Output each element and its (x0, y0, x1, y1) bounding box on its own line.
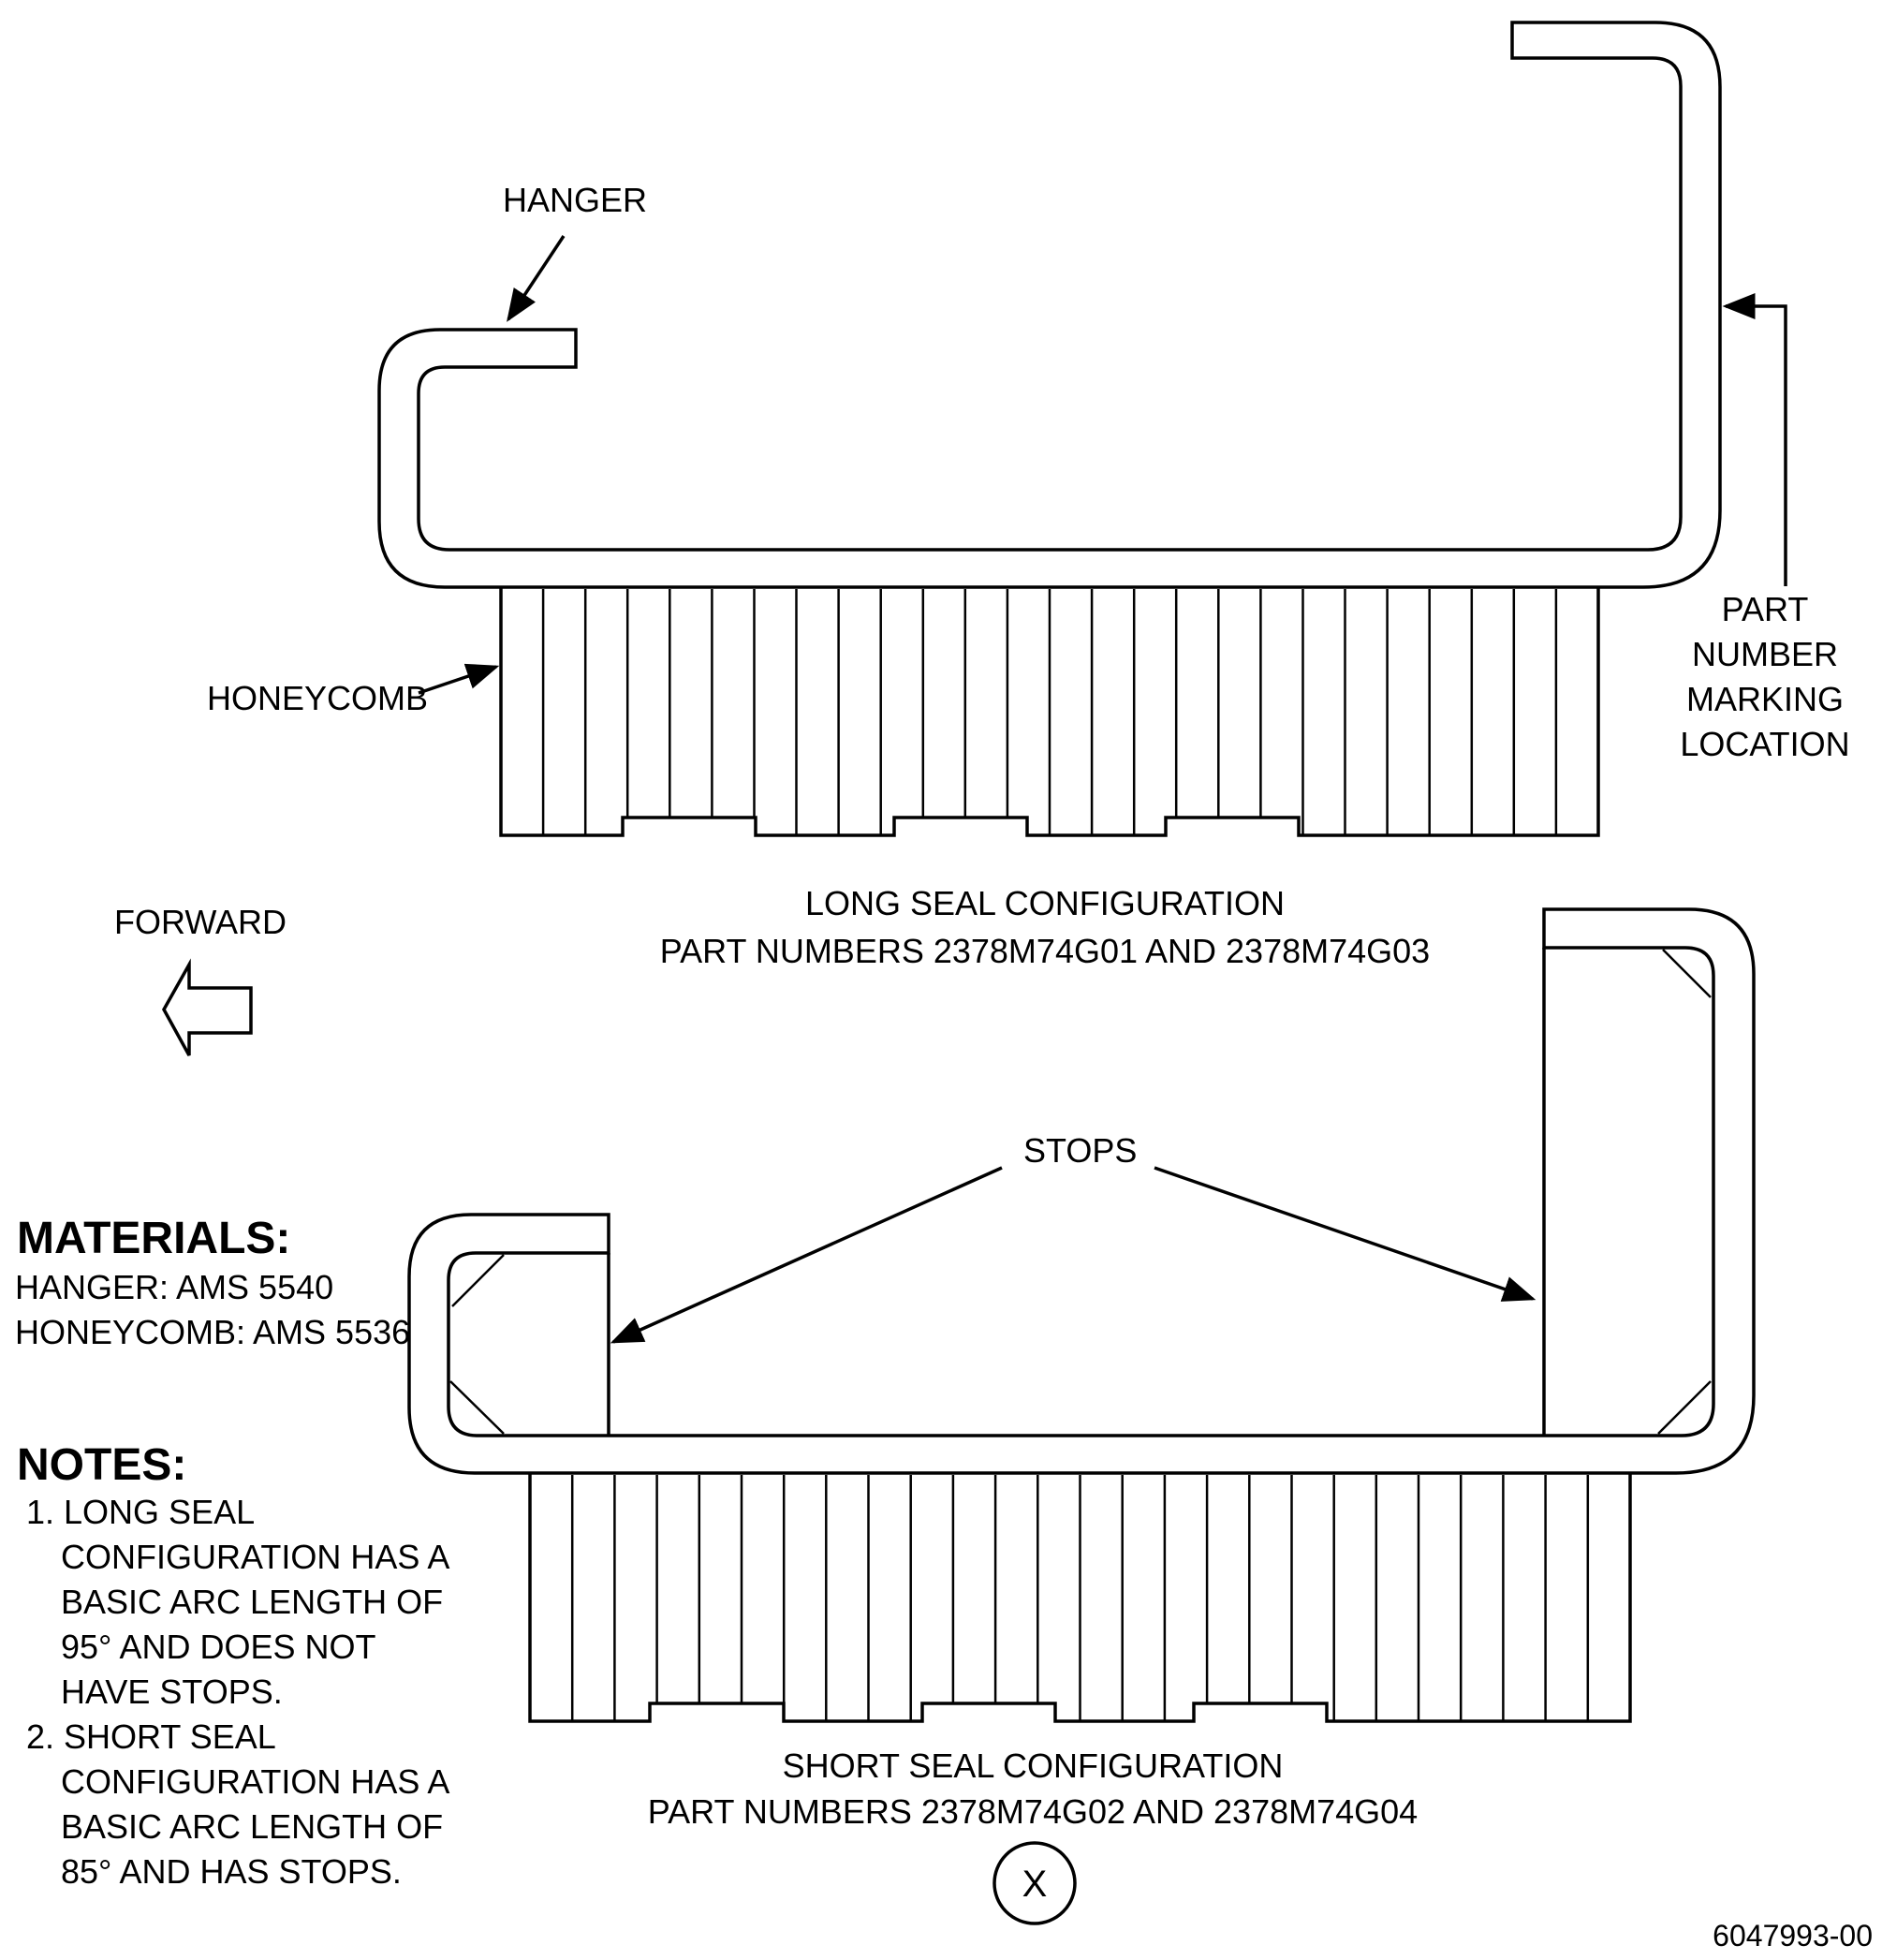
materials-item: HANGER: AMS 5540 (15, 1268, 333, 1306)
long-seal-hanger (377, 21, 1722, 589)
materials-heading: MATERIALS: (17, 1214, 290, 1263)
forward-arrow-icon (161, 958, 253, 1056)
hanger-label: HANGER (503, 181, 647, 219)
forward-label: FORWARD (114, 903, 287, 941)
materials-item: HONEYCOMB: AMS 5536 (15, 1313, 410, 1351)
long-seal-part-numbers: PART NUMBERS 2378M74G01 AND 2378M74G03 (660, 932, 1430, 970)
view-marker-label: X (1022, 1864, 1048, 1905)
part-number-marking-arrow (1722, 293, 1787, 586)
note-line: CONFIGURATION HAS A (61, 1538, 449, 1576)
right-stop (1542, 948, 1712, 1436)
long-seal-drawing (377, 21, 1722, 837)
hanger-arrow (507, 235, 566, 322)
figure-id: 6047993-00 (1713, 1919, 1873, 1953)
note-line: 95° AND DOES NOT (61, 1628, 375, 1666)
note-line: BASIC ARC LENGTH OF (61, 1583, 443, 1621)
stops-label: STOPS (1023, 1131, 1137, 1170)
honeycomb-arrow (418, 663, 500, 695)
view-marker-circle (992, 1841, 1077, 1925)
honeycomb-label: HONEYCOMB (207, 679, 428, 717)
long-seal-honeycomb (499, 587, 1600, 837)
left-stop (449, 1253, 610, 1436)
stops-arrow-left (610, 1166, 1003, 1344)
notes-list: 1. LONG SEAL CONFIGURATION HAS A BASIC A… (26, 1493, 449, 1891)
svg-text:LOCATION: LOCATION (1680, 725, 1849, 763)
note-line: HAVE STOPS. (61, 1673, 283, 1711)
note-line: CONFIGURATION HAS A (61, 1762, 449, 1801)
short-seal-part-numbers: PART NUMBERS 2378M74G02 AND 2378M74G04 (648, 1792, 1418, 1831)
note-line: 1. LONG SEAL (26, 1493, 255, 1531)
note-line: BASIC ARC LENGTH OF (61, 1807, 443, 1846)
svg-text:MARKING: MARKING (1686, 680, 1844, 718)
svg-text:PART: PART (1722, 590, 1809, 628)
note-line: 85° AND HAS STOPS. (61, 1852, 402, 1891)
svg-text:NUMBER: NUMBER (1692, 635, 1838, 673)
note-line: 2. SHORT SEAL (26, 1717, 276, 1756)
stops-arrow-right (1154, 1166, 1536, 1302)
short-seal-honeycomb (528, 1473, 1632, 1723)
short-seal-hanger (407, 907, 1756, 1475)
short-seal-drawing (407, 907, 1756, 1723)
part-number-marking-label: PART NUMBER MARKING LOCATION (1680, 590, 1849, 763)
short-seal-title: SHORT SEAL CONFIGURATION (783, 1746, 1284, 1785)
long-seal-title: LONG SEAL CONFIGURATION (805, 884, 1285, 922)
notes-heading: NOTES: (17, 1440, 186, 1490)
